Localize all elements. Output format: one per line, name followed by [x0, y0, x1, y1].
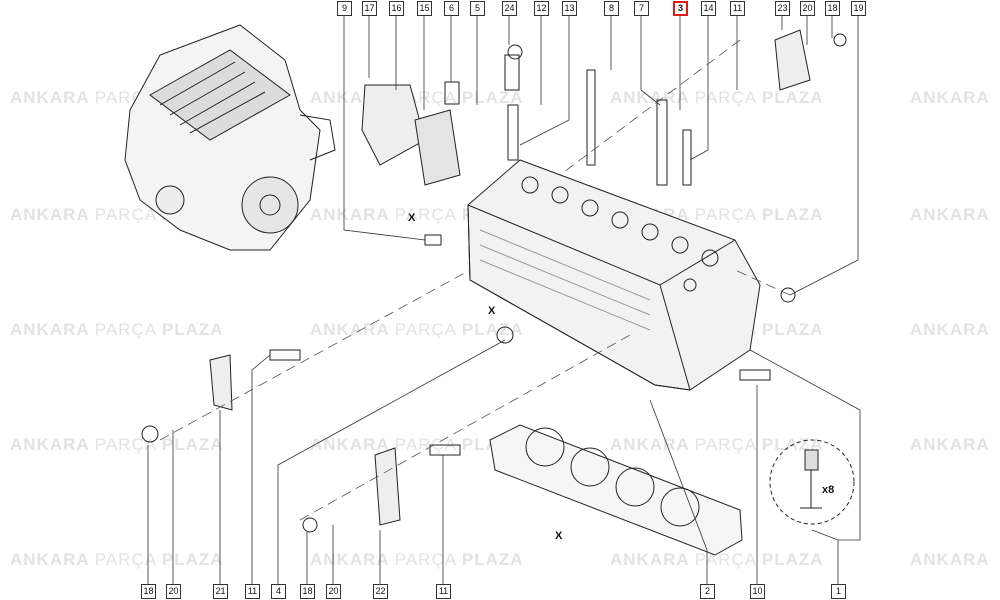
callout-top-5[interactable]: 5 [470, 1, 485, 16]
leader-lines [147, 14, 861, 585]
callout-bottom-20[interactable]: 20 [326, 584, 341, 599]
callout-top-12[interactable]: 12 [534, 1, 549, 16]
callout-top-3[interactable]: 3 [673, 1, 688, 16]
x-mark-label: X [408, 212, 416, 224]
callout-bottom-18[interactable]: 18 [300, 584, 315, 599]
head-gasket [489, 424, 743, 556]
callout-top-11[interactable]: 11 [730, 1, 745, 16]
callout-top-16[interactable]: 16 [389, 1, 404, 16]
callout-bottom-4[interactable]: 4 [271, 584, 286, 599]
valve-quantity-label: x8 [822, 484, 835, 496]
engine-assembly-thumbnail [124, 24, 336, 251]
callout-bottom-20[interactable]: 20 [166, 584, 181, 599]
callout-bottom-22[interactable]: 22 [373, 584, 388, 599]
callout-top-7[interactable]: 7 [634, 1, 649, 16]
cylinder-head [467, 159, 761, 391]
callout-bottom-10[interactable]: 10 [750, 584, 765, 599]
callout-top-15[interactable]: 15 [417, 1, 432, 16]
callout-top-19[interactable]: 19 [851, 1, 866, 16]
callout-top-24[interactable]: 24 [502, 1, 517, 16]
callout-bottom-21[interactable]: 21 [213, 584, 228, 599]
x-mark-label: X [488, 305, 496, 317]
callout-bottom-2[interactable]: 2 [700, 584, 715, 599]
callout-bottom-1[interactable]: 1 [831, 584, 846, 599]
callout-top-13[interactable]: 13 [562, 1, 577, 16]
assembly-axes [159, 39, 791, 521]
callout-bottom-11[interactable]: 11 [245, 584, 260, 599]
callout-top-23[interactable]: 23 [775, 1, 790, 16]
callout-top-17[interactable]: 17 [362, 1, 377, 16]
callout-top-6[interactable]: 6 [444, 1, 459, 16]
callout-bottom-11[interactable]: 11 [436, 584, 451, 599]
callout-top-9[interactable]: 9 [337, 1, 352, 16]
x-mark-label: X [555, 530, 563, 542]
callout-top-20[interactable]: 20 [800, 1, 815, 16]
callout-bottom-18[interactable]: 18 [141, 584, 156, 599]
callout-top-14[interactable]: 14 [701, 1, 716, 16]
callout-top-8[interactable]: 8 [604, 1, 619, 16]
callout-top-18[interactable]: 18 [825, 1, 840, 16]
valve-detail [769, 439, 855, 525]
